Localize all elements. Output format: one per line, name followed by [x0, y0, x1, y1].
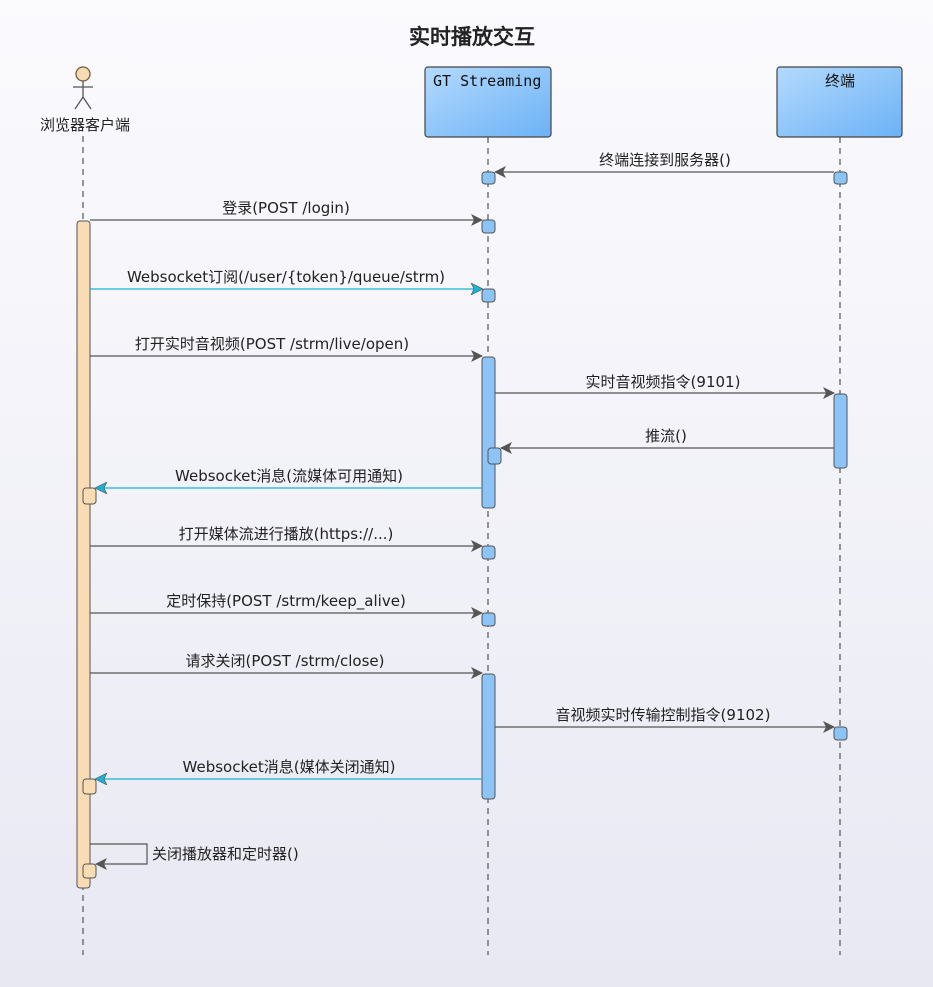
- activation-marker: [481, 288, 496, 303]
- message-terminal-connect: 终端连接到服务器(): [494, 151, 834, 178]
- message-open-live: 打开实时音视频(POST /strm/live/open): [90, 335, 483, 362]
- activation-marker: [481, 219, 496, 234]
- message-label: 实时音视频指令(9101): [586, 373, 741, 391]
- message-label: 登录(POST /login): [222, 199, 350, 217]
- message-label: 音视频实时传输控制指令(9102): [556, 706, 771, 724]
- participant-terminal: 终端: [776, 66, 903, 138]
- participant-terminal-label: 终端: [825, 72, 855, 90]
- message-keep-alive: 定时保持(POST /strm/keep_alive): [90, 592, 483, 619]
- activation-marker: [481, 545, 496, 560]
- activation-server-open: [481, 356, 496, 509]
- message-label: 推流(): [645, 427, 687, 445]
- diagram-title: 实时播放交互: [409, 25, 535, 49]
- activation-marker: [481, 612, 496, 627]
- message-push-stream: 推流(): [500, 427, 834, 454]
- message-label: 打开实时音视频(POST /strm/live/open): [135, 335, 409, 353]
- activation-marker: [82, 778, 97, 795]
- message-label: 终端连接到服务器(): [599, 151, 731, 169]
- stick-figure-icon: [73, 66, 93, 110]
- message-label: 打开媒体流进行播放(https://...): [179, 525, 394, 543]
- activation-marker: [481, 171, 496, 185]
- message-label: Websocket消息(媒体关闭通知): [183, 758, 396, 776]
- activation-server-close: [481, 673, 496, 800]
- message-label: 关闭播放器和定时器(): [152, 845, 299, 863]
- activation-terminal: [833, 393, 848, 469]
- actor-browser: 浏览器客户端: [40, 66, 130, 134]
- message-control-command: 音视频实时传输控制指令(9102): [495, 706, 835, 733]
- message-live-command: 实时音视频指令(9101): [495, 373, 835, 399]
- message-close-request: 请求关闭(POST /strm/close): [90, 652, 483, 679]
- activation-marker: [833, 171, 848, 185]
- activation-marker: [82, 487, 97, 505]
- message-websocket-subscribe: Websocket订阅(/user/{token}/queue/strm): [90, 268, 482, 289]
- message-websocket-available: Websocket消息(流媒体可用通知): [96, 467, 482, 488]
- message-label: Websocket订阅(/user/{token}/queue/strm): [127, 268, 445, 286]
- activation-browser: [76, 220, 91, 889]
- message-self-close-player: 关闭播放器和定时器(): [90, 843, 299, 870]
- message-label: Websocket消息(流媒体可用通知): [175, 467, 403, 485]
- message-play-stream: 打开媒体流进行播放(https://...): [90, 525, 483, 552]
- message-label: 定时保持(POST /strm/keep_alive): [166, 592, 406, 611]
- message-label: 请求关闭(POST /strm/close): [186, 652, 385, 670]
- activation-marker: [487, 447, 502, 465]
- actor-browser-label: 浏览器客户端: [40, 116, 130, 134]
- participant-server: GT Streaming: [424, 66, 552, 138]
- message-login: 登录(POST /login): [90, 199, 483, 226]
- activation-marker: [82, 863, 97, 879]
- message-websocket-closed: Websocket消息(媒体关闭通知): [96, 758, 482, 779]
- activation-marker: [833, 726, 848, 741]
- participant-server-label: GT Streaming: [433, 72, 541, 90]
